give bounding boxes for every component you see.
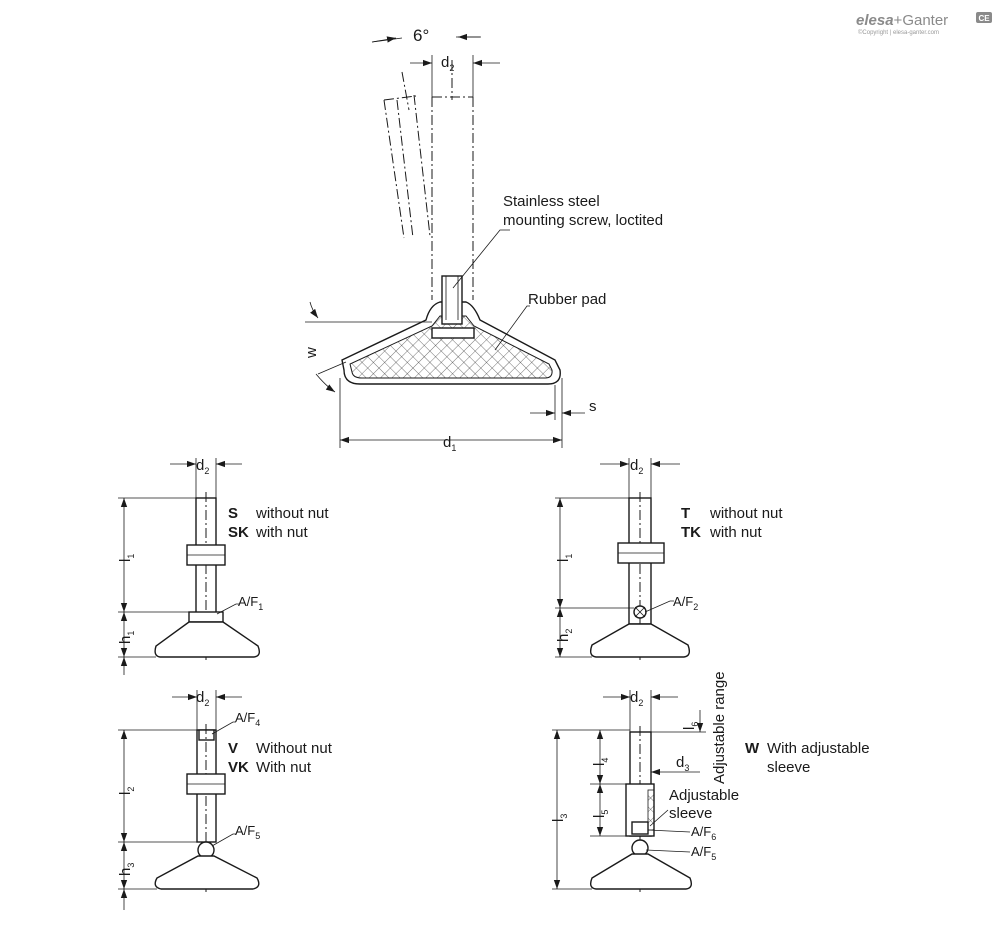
brand-logo-text: elesa+Ganter [856, 12, 948, 29]
w-af5-leader [645, 849, 691, 853]
rubber-pad-leader [494, 305, 530, 351]
sk-code: SK [228, 524, 249, 541]
w-desc-line2: sleeve [767, 759, 810, 776]
tilted-stem-center [396, 71, 414, 239]
w-arrow-bottom [315, 373, 336, 393]
v-code: V [228, 740, 238, 757]
d2-label-top: d2 [441, 54, 454, 73]
v-h3-label: h3 [117, 863, 136, 876]
w-label: w [303, 347, 320, 359]
w-arrow-top [309, 301, 319, 319]
screw-thread [445, 276, 459, 320]
ce-badge-text: CE [978, 14, 990, 23]
w-ext-bottom [317, 361, 347, 375]
s-d2-label: d2 [196, 457, 209, 476]
tk-desc: with nut [709, 524, 763, 541]
w-sleeve-label-line2: sleeve [669, 805, 712, 822]
w-hex-a-f6 [631, 821, 649, 835]
ce-badge [976, 12, 992, 23]
v-desc: Without nut [256, 740, 333, 757]
v-af4-label: A/F4 [235, 710, 260, 728]
variant-s-legend: S without nut SK with nut [228, 505, 329, 541]
vk-code: VK [228, 759, 249, 776]
stem-phantom [431, 96, 474, 300]
w-af6-label: A/F6 [691, 824, 716, 842]
t-l1-label: l1 [555, 554, 574, 562]
vk-desc: With nut [256, 759, 312, 776]
t-cross-hole-mark [634, 606, 646, 618]
tilted-stem-phantom [383, 94, 431, 239]
s-l1-label: l1 [117, 554, 136, 562]
variant-t-legend: T without nut TK with nut [681, 505, 783, 541]
s-af1-label: A/F1 [238, 594, 263, 612]
mounting-screw [441, 275, 463, 325]
t-desc: without nut [709, 505, 783, 522]
screw-label-line1: Stainless steel [503, 193, 600, 210]
screw-head [431, 327, 475, 339]
w-desc-line1: With adjustable [767, 740, 870, 757]
s-label: s [589, 398, 597, 415]
t-af2-label: A/F2 [673, 594, 698, 612]
t-code: T [681, 505, 690, 522]
s-code: S [228, 505, 238, 522]
sk-desc: with nut [255, 524, 309, 541]
v-af5-leader [211, 833, 236, 847]
w-af6-leader [647, 829, 691, 833]
s-base [154, 621, 261, 658]
variant-w-drawing: d2 l3 l4 l5 l6 Adjustable range d3 Adju [550, 671, 739, 892]
top-view: 6° d2 Stainless steel mounting screw, lo… [303, 26, 663, 453]
t-h2-label: h2 [555, 629, 574, 642]
screw-label-line2: mounting screw, loctited [503, 212, 663, 229]
tk-code: TK [681, 524, 701, 541]
w-sleeve-hatch [647, 789, 655, 831]
w-sleeve-label-line1: Adjustable [669, 787, 739, 804]
variant-w-legend: W With adjustable sleeve [745, 740, 870, 776]
s-h1-label: h1 [117, 631, 136, 644]
variant-s-drawing: d2 l1 h1 A/F1 [117, 457, 263, 675]
screw-leader [452, 229, 510, 289]
t-base [589, 623, 691, 658]
v-af4-leader [211, 721, 236, 735]
v-l2-label: l2 [117, 787, 136, 795]
w-code: W [745, 740, 760, 757]
copyright-text: ©Copyright | elesa-ganter.com [858, 29, 939, 36]
v-base [154, 855, 260, 890]
angle-label: 6° [413, 26, 429, 45]
t-af2-leader [644, 600, 674, 613]
variant-v-drawing: d2 l2 h3 A/F4 A/F5 [117, 689, 260, 910]
rubber-pad-label: Rubber pad [528, 291, 606, 308]
d1-label: d1 [443, 434, 456, 453]
variant-t-drawing: d2 l1 h2 A/F2 [555, 457, 698, 660]
w-af5-label: A/F5 [691, 844, 716, 862]
w-l4-label: l4 [591, 758, 610, 766]
w-l6-label: l6 [681, 722, 700, 730]
brand-logo: elesa+Ganter CE ©Copyright | elesa-gante… [856, 12, 992, 36]
t-d2-label: d2 [630, 457, 643, 476]
angle-arrow-left [371, 36, 397, 43]
s-af1-leader [216, 603, 239, 615]
w-d2-label: d2 [630, 689, 643, 708]
w-l5-label: l5 [591, 810, 610, 818]
rubber-pad-hatch [349, 315, 553, 379]
w-l3-label: l3 [550, 814, 569, 822]
w-d3-label: d3 [676, 754, 689, 773]
s-desc: without nut [255, 505, 329, 522]
w-adjustable-range-label: Adjustable range [711, 671, 728, 784]
v-d2-label: d2 [196, 689, 209, 708]
w-base [589, 853, 693, 890]
v-af5-label: A/F5 [235, 823, 260, 841]
w-sleeve-leader [649, 809, 669, 827]
variant-v-legend: V Without nut VK With nut [228, 740, 333, 776]
